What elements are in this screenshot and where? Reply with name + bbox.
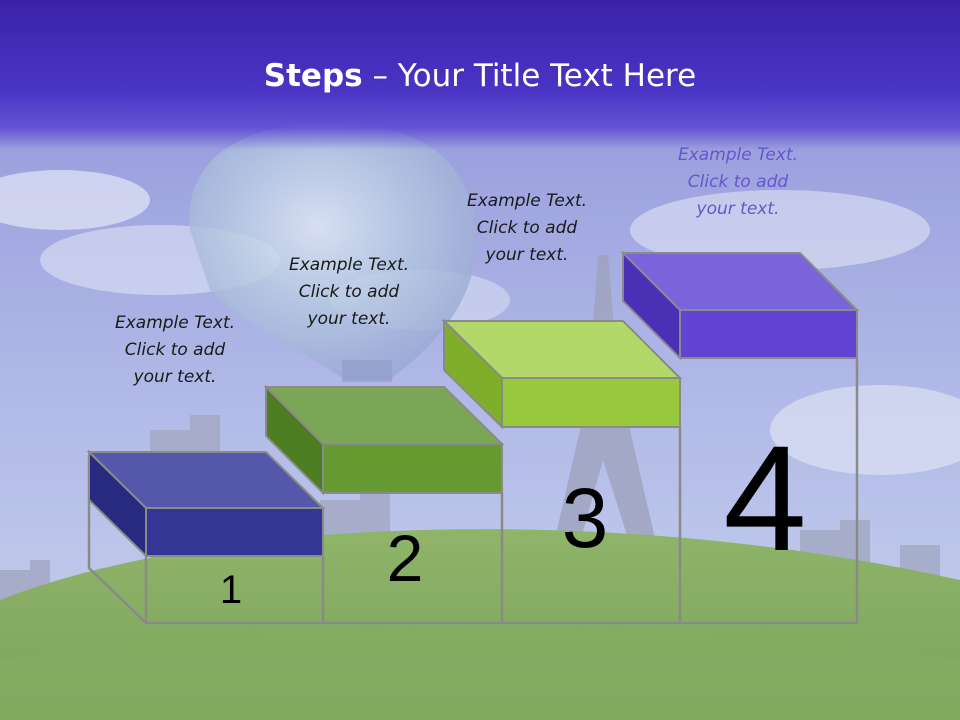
- caption-line: your text.: [307, 309, 391, 329]
- step-block-4[interactable]: [620, 250, 860, 361]
- step-block-3[interactable]: [441, 318, 683, 430]
- caption-line: Click to add: [124, 340, 226, 360]
- caption-line: Example Text.: [288, 255, 410, 275]
- step-block-2[interactable]: [263, 384, 505, 496]
- slide-title[interactable]: Steps – Your Title Text Here: [0, 54, 960, 98]
- step-caption-4[interactable]: Example Text. Click to add your text.: [643, 142, 833, 223]
- step-number-2[interactable]: 2: [386, 521, 424, 595]
- caption-line: Click to add: [298, 282, 400, 302]
- caption-line: your text.: [696, 199, 780, 219]
- caption-line: Example Text.: [677, 145, 799, 165]
- step-block-1[interactable]: [86, 449, 326, 559]
- title-bar: [0, 0, 960, 150]
- title-rest-part: – Your Title Text Here: [362, 58, 697, 94]
- caption-line: Click to add: [476, 218, 578, 238]
- caption-line: your text.: [485, 245, 569, 265]
- step-number-4[interactable]: 4: [723, 414, 807, 582]
- caption-line: Click to add: [687, 172, 789, 192]
- step-caption-2[interactable]: Example Text. Click to add your text.: [254, 252, 444, 333]
- title-bold-part: Steps: [263, 58, 363, 94]
- step-number-1[interactable]: 1: [219, 568, 243, 612]
- caption-line: Example Text.: [114, 313, 236, 333]
- step-caption-1[interactable]: Example Text. Click to add your text.: [80, 310, 270, 391]
- caption-line: Example Text.: [466, 191, 588, 211]
- caption-line: your text.: [133, 367, 217, 387]
- step-caption-3[interactable]: Example Text. Click to add your text.: [432, 188, 622, 269]
- step-number-3[interactable]: 3: [561, 471, 609, 565]
